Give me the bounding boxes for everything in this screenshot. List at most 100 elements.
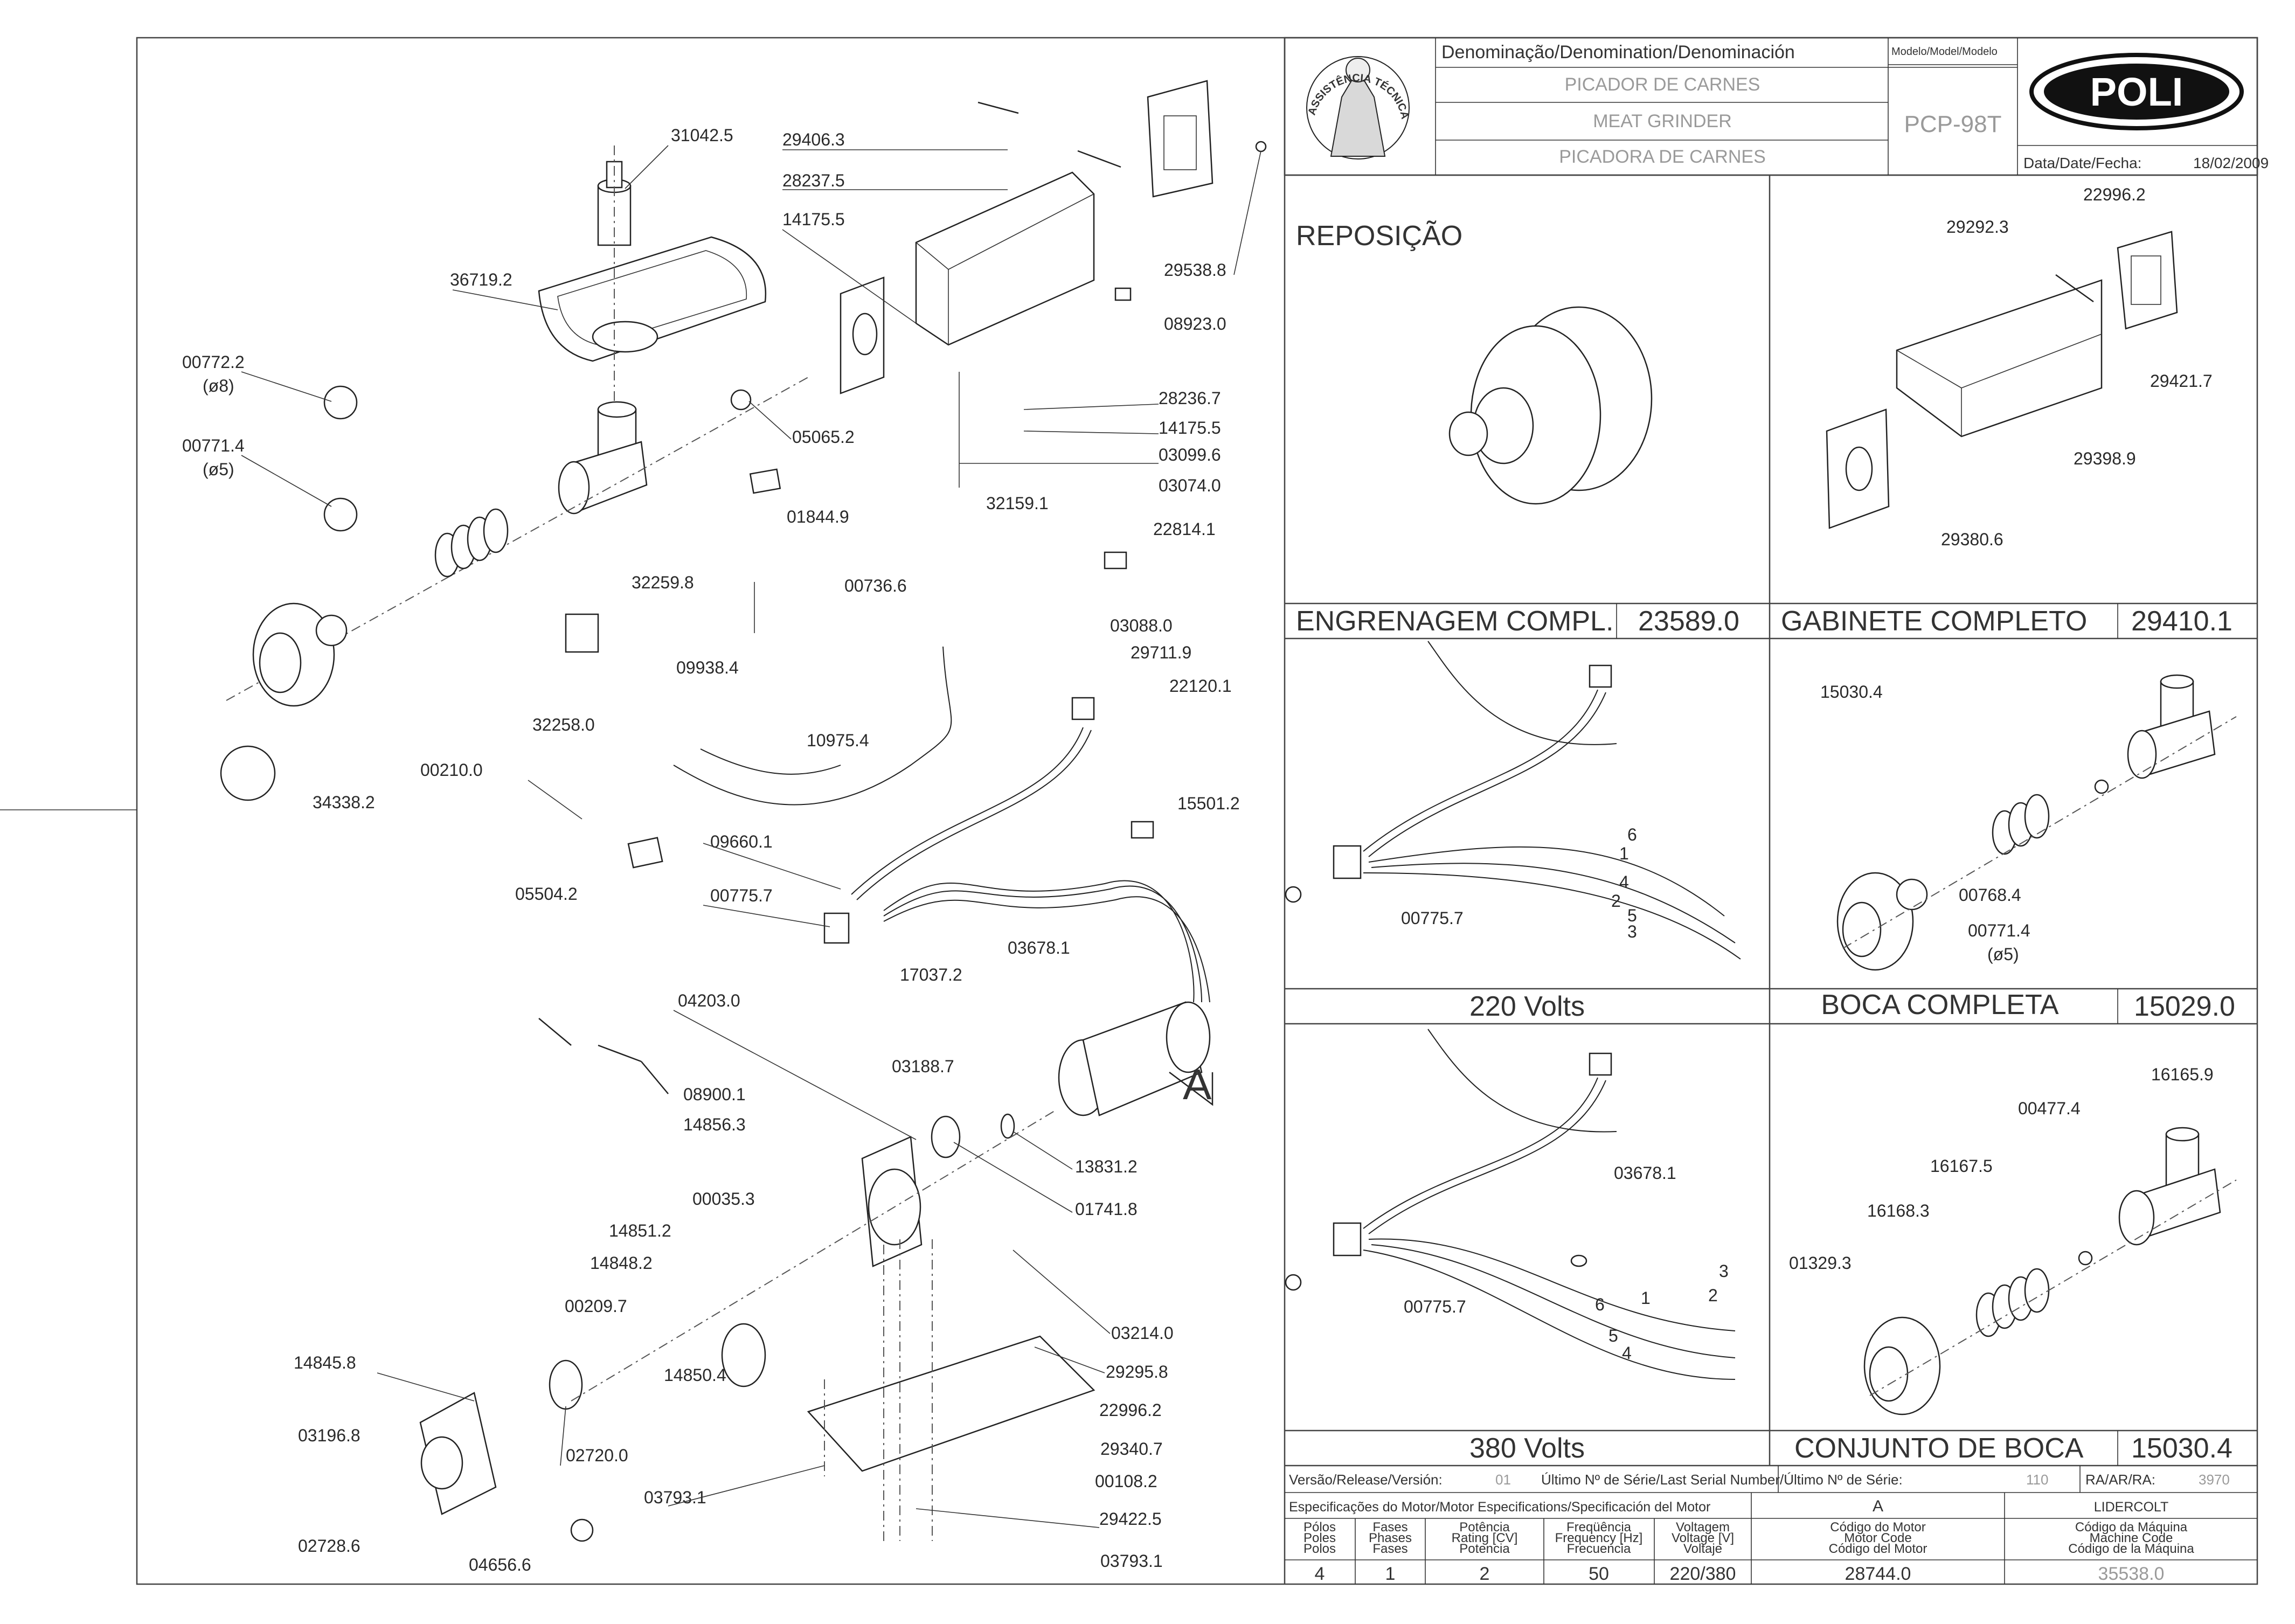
motor-spec-value: 4 (1315, 1564, 1325, 1584)
part-label: 32159.1 (986, 494, 1049, 513)
denomination-header: Denominação/Denomination/Denominación (1441, 42, 1795, 63)
part-label: 03074.0 (1159, 476, 1221, 495)
motor-spec-value: 220/380 (1670, 1564, 1736, 1584)
gabinete-code: 29410.1 (2131, 606, 2232, 637)
motor-spec-col-header: Frequency [Hz] (1555, 1531, 1643, 1545)
part-label: 03678.1 (1008, 938, 1070, 957)
motor-spec-col-header: Fases (1372, 1520, 1407, 1535)
version-value: 01 (1495, 1472, 1511, 1488)
motor-spec-header: Especificações do Motor/Motor Especifica… (1289, 1500, 1710, 1515)
part-label: 00772.2 (182, 352, 245, 372)
wire-number: 4 (1619, 872, 1629, 892)
part-label: 05065.2 (792, 427, 855, 447)
part-label: 32258.0 (532, 715, 595, 734)
part-label: 31042.5 (671, 126, 733, 145)
part-label: 22996.2 (1099, 1400, 1162, 1420)
model-value: PCP-98T (1904, 111, 2002, 137)
part-label: (ø5) (203, 460, 234, 479)
part-label: 32259.8 (632, 573, 694, 592)
motor-spec-brand: LIDERCOLT (2094, 1500, 2168, 1515)
motor-spec-col-header: Frecuencia (1567, 1542, 1631, 1556)
conjunto-label: 16167.5 (1930, 1156, 1993, 1176)
motor-spec-value: 2 (1480, 1564, 1490, 1584)
boca-label: 00768.4 (1959, 885, 2021, 905)
leader-lines (241, 145, 1261, 1528)
boca-label: 00771.4 (1968, 921, 2030, 940)
wire-number: 3 (1627, 922, 1637, 941)
motor-spec-col-header: Potencia (1459, 1542, 1510, 1556)
motor-spec-col-header: Voltagem (1676, 1520, 1730, 1535)
ar-value: 3970 (2199, 1472, 2230, 1488)
name-en: MEAT GRINDER (1593, 111, 1732, 131)
wire-number: 1 (1641, 1288, 1651, 1308)
part-label: 01844.9 (787, 507, 849, 526)
boca-code: 15029.0 (2134, 991, 2235, 1022)
motor-spec-value: 35538.0 (2098, 1564, 2165, 1584)
title-block: ASSISTÊNCIA TÉCNICA AUTORIZADA Denominaç… (0, 0, 2269, 176)
part-label: 29711.9 (1131, 643, 1191, 662)
part-label: 00775.7 (710, 886, 773, 905)
motor-mark: A (1183, 1060, 1212, 1108)
v220-switch-label: 00775.7 (1401, 908, 1464, 928)
motor-spec-col-header: Voltaje (1683, 1542, 1722, 1556)
motor-spec-col-header: Código do Motor (1830, 1520, 1925, 1535)
part-label: 15501.2 (1177, 794, 1240, 813)
part-label: 08900.1 (683, 1085, 746, 1104)
v380-label: 03678.1 (1614, 1163, 1676, 1183)
engrenagem-title: ENGRENAGEM COMPL. (1296, 606, 1613, 637)
gabinete-label: 29398.9 (2074, 449, 2136, 468)
reposicao-title: REPOSIÇÃO (1296, 220, 1462, 252)
part-label: 14845.8 (294, 1353, 356, 1372)
part-label: 09938.4 (676, 658, 739, 677)
part-label: 03196.8 (298, 1426, 360, 1445)
part-label: 17037.2 (900, 965, 962, 984)
motor-spec-col-a: A (1873, 1497, 1883, 1515)
part-label: 14856.3 (683, 1115, 746, 1134)
date-value: 18/02/2009 (2193, 155, 2269, 171)
gabinete-label: 29380.6 (1941, 530, 2003, 549)
part-label: 28237.5 (782, 171, 845, 190)
motor-spec-col-header: Freqüência (1566, 1520, 1632, 1535)
part-label: 34338.2 (313, 793, 375, 812)
wire-number: 6 (1627, 825, 1637, 844)
part-label: 22814.1 (1153, 519, 1216, 539)
boca-title: BOCA COMPLETA (1821, 989, 2058, 1021)
wire-number: 6 (1595, 1295, 1605, 1314)
conjunto-title: CONJUNTO DE BOCA (1794, 1433, 2084, 1464)
spec-table (1285, 1466, 2257, 1584)
motor-spec-col-header: Rating [CV] (1452, 1531, 1518, 1545)
motor-spec-col-header: Machine Code (2090, 1531, 2173, 1545)
conjunto-code: 15030.4 (2131, 1433, 2232, 1464)
boca-label: 15030.4 (1820, 682, 1883, 702)
wire-number: 3 (1719, 1261, 1729, 1281)
part-label: 03188.7 (892, 1057, 954, 1076)
wire-number: 4 (1622, 1343, 1632, 1363)
part-label: 22120.1 (1169, 676, 1232, 696)
conjunto-label: 16168.3 (1867, 1201, 1930, 1220)
motor-spec-col-header: Pólos (1303, 1520, 1336, 1535)
gabinete-label: 22996.2 (2083, 185, 2146, 204)
part-label: 29422.5 (1099, 1509, 1162, 1529)
boca-label: (ø5) (1987, 945, 2019, 964)
part-label: 03793.1 (1100, 1551, 1163, 1571)
part-label: 03099.6 (1159, 445, 1221, 464)
part-label: 29340.7 (1100, 1439, 1163, 1459)
conjunto-label: 16165.9 (2151, 1065, 2214, 1084)
part-label: 00736.6 (844, 576, 907, 595)
part-label: 29295.8 (1106, 1362, 1168, 1382)
part-label: 14851.2 (609, 1221, 671, 1240)
part-label: 09660.1 (710, 832, 773, 851)
conjunto-label: 00477.4 (2018, 1099, 2081, 1118)
part-label: 14848.2 (590, 1253, 653, 1273)
part-label: 04656.6 (469, 1555, 531, 1574)
panel-grid (1285, 602, 2257, 1467)
motor-spec-value: 28744.0 (1845, 1564, 1911, 1584)
part-label: 03088.0 (1110, 616, 1173, 635)
part-label: 00210.0 (420, 760, 483, 780)
motor-spec-col-header: Phases (1369, 1531, 1412, 1545)
part-label: 29406.3 (782, 130, 845, 149)
part-label: 01741.8 (1075, 1199, 1138, 1219)
